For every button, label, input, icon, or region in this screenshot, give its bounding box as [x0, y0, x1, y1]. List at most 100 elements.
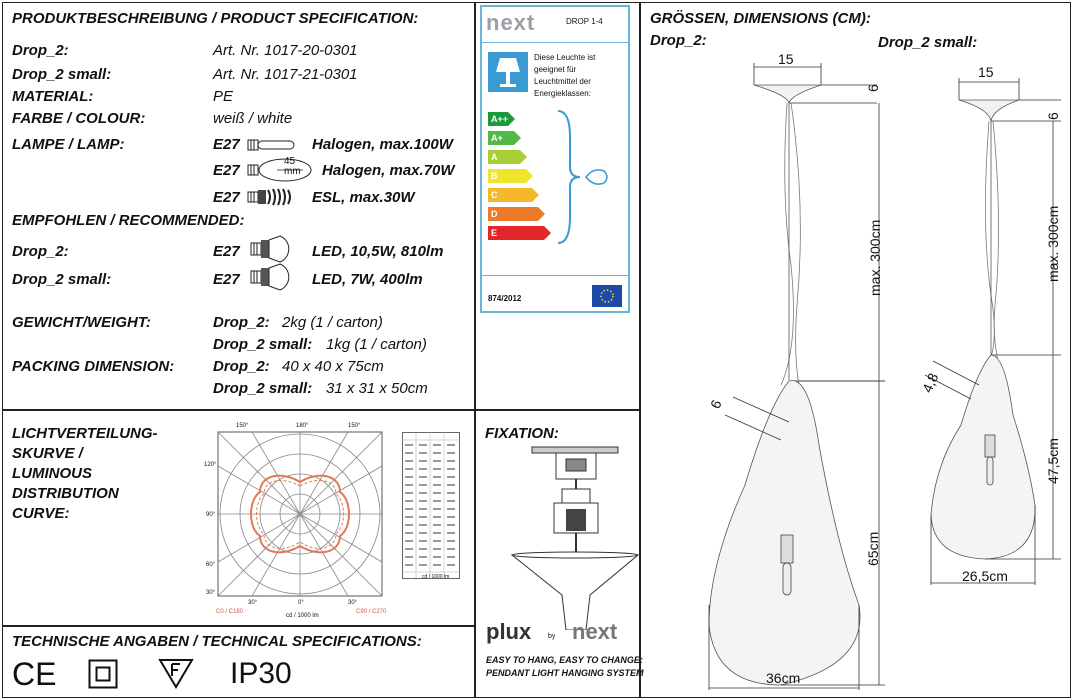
- energy-text: Diese Leuchte ist: [534, 53, 596, 62]
- plux-logo: plux: [486, 619, 532, 644]
- energy-label: next DROP 1-4 Diese Leuchte ist geeignet…: [480, 5, 630, 313]
- energy-class-bar: A+: [488, 131, 521, 145]
- f-mark-triangle-icon: [158, 659, 194, 689]
- dimensions-title: GRÖSSEN, DIMENSIONS (CM):: [650, 10, 871, 27]
- fixation-tagline: EASY TO HANG, EASY TO CHANGE:: [486, 655, 643, 665]
- lamp-label: LAMPE / LAMP:: [12, 136, 125, 153]
- lamp-socket: E27: [213, 189, 240, 206]
- packing-value: 40 x 40 x 75cm: [282, 358, 384, 375]
- energy-class-bar: A++: [488, 112, 515, 126]
- recommended-label: Drop_2:: [12, 243, 69, 260]
- packing-name: Drop_2 small:: [213, 380, 313, 397]
- angle-label: 0°: [298, 600, 304, 606]
- intensity-table: [402, 432, 460, 579]
- weight-name: Drop_2 small:: [213, 336, 313, 353]
- led-bulb-icon: [250, 235, 290, 263]
- angle-label: 30°: [206, 590, 216, 596]
- by-label: by: [548, 633, 556, 640]
- drop2-canopy-height: 6: [865, 84, 881, 92]
- drop2small-cable-length: max. 300cm: [1045, 205, 1061, 282]
- angle-label: 30°: [248, 600, 258, 606]
- halogen-globe-bulb-icon: [247, 158, 312, 182]
- angle-label: 120°: [204, 462, 217, 468]
- spec-title: PRODUKTBESCHREIBUNG / PRODUCT SPECIFICAT…: [12, 10, 419, 27]
- drop2-height: 65cm: [865, 531, 881, 566]
- fixation-drawing: [510, 446, 640, 630]
- dimension-drawing: [708, 63, 1061, 690]
- angle-label: 30°: [348, 600, 358, 606]
- spec-label: Drop_2:: [12, 42, 69, 59]
- spec-value: Art. Nr. 1017-20-0301: [213, 42, 358, 59]
- fixation-title: FIXATION:: [485, 425, 559, 442]
- drop2small-canopy-height: 6: [1045, 112, 1061, 120]
- fixation-panel: [475, 410, 640, 698]
- ce-mark-icon: CE: [12, 656, 57, 692]
- energy-class-bar: C: [488, 188, 539, 202]
- lamp-socket: E27: [213, 271, 240, 288]
- recommended-label: Drop_2 small:: [12, 271, 112, 288]
- dimensions-panel: [640, 2, 1071, 698]
- luminous-panel: [2, 410, 475, 626]
- spec-value: weiß / white: [213, 110, 293, 127]
- recommended-title: EMPFOHLEN / RECOMMENDED:: [12, 212, 245, 229]
- drop2small-width: 26,5cm: [962, 568, 1008, 584]
- lamp-socket: E27: [213, 162, 240, 179]
- spec-value: Art. Nr. 1017-21-0301: [213, 66, 358, 83]
- energy-regulation: 874/2012: [488, 294, 522, 303]
- luminous-title: CURVE:: [12, 505, 70, 522]
- legend-c90: C90 / C270: [356, 609, 387, 615]
- lamp-desc: Halogen, max.70W: [322, 162, 455, 179]
- energy-text: Leuchtmittel der: [534, 77, 591, 86]
- bracket-bulb-icon: [557, 110, 608, 244]
- weight-value: 2kg (1 / carton): [282, 314, 383, 331]
- tech-panel: [2, 626, 475, 698]
- drop2-cable-length: max. 300cm: [867, 219, 883, 296]
- lamp-socket: E27: [213, 136, 240, 153]
- esl-bulb-icon: [247, 188, 291, 206]
- diagram-unit: cd / 1000 lm: [286, 613, 319, 619]
- bulb-size-unit: mm: [284, 166, 301, 177]
- next-logo: next: [572, 619, 618, 644]
- recommended-desc: LED, 7W, 400lm: [312, 271, 423, 288]
- drop2small-height: 47,5cm: [1045, 438, 1061, 484]
- led-bulb-icon: [250, 263, 290, 291]
- drop2small-top-width: 15: [978, 64, 994, 80]
- energy-text: Energieklassen:: [534, 89, 591, 98]
- packing-name: Drop_2:: [213, 358, 270, 375]
- packing-value: 31 x 31 x 50cm: [326, 380, 428, 397]
- energy-model: DROP 1-4: [566, 17, 603, 26]
- angle-label: 150°: [348, 423, 361, 429]
- table-unit: cd / 1000 lm: [422, 574, 450, 580]
- lamp-desc: Halogen, max.100W: [312, 136, 453, 153]
- protection-class-ii-icon: [88, 659, 118, 689]
- halogen-bulb-icon: [247, 139, 295, 151]
- energy-class-bar: A: [488, 150, 527, 164]
- drop2-width: 36cm: [766, 670, 801, 686]
- lamp-icon: [488, 52, 528, 92]
- drop2-top-width: 15: [778, 51, 794, 67]
- lamp-socket: E27: [213, 243, 240, 260]
- spec-label: Drop_2 small:: [12, 66, 112, 83]
- luminous-title: DISTRIBUTION: [12, 485, 119, 502]
- eu-flag-icon: [592, 285, 622, 307]
- angle-label: 90°: [206, 512, 216, 518]
- tech-title: TECHNISCHE ANGABEN / TECHNICAL SPECIFICA…: [12, 633, 422, 650]
- energy-class-bar: B: [488, 169, 533, 183]
- brand-logo: next: [486, 10, 536, 35]
- angle-label: 150°: [236, 423, 249, 429]
- weight-value: 1kg (1 / carton): [326, 336, 427, 353]
- energy-text: geeignet für: [534, 65, 577, 74]
- recommended-desc: LED, 10,5W, 810lm: [312, 243, 444, 260]
- spec-panel: [2, 2, 475, 410]
- luminous-title: LUMINOUS: [12, 465, 92, 482]
- energy-panel: [475, 2, 640, 410]
- fixation-tagline: PENDANT LIGHT HANGING SYSTEM: [486, 668, 644, 678]
- luminous-title: SKURVE /: [12, 445, 83, 462]
- spec-value: PE: [213, 88, 234, 105]
- drop2small-label: Drop_2 small:: [878, 34, 978, 51]
- legend-c0: C0 / C180: [216, 609, 244, 615]
- spec-label: FARBE / COLOUR:: [12, 110, 146, 127]
- packing-label: PACKING DIMENSION:: [12, 358, 175, 375]
- energy-class-bar: D: [488, 207, 545, 221]
